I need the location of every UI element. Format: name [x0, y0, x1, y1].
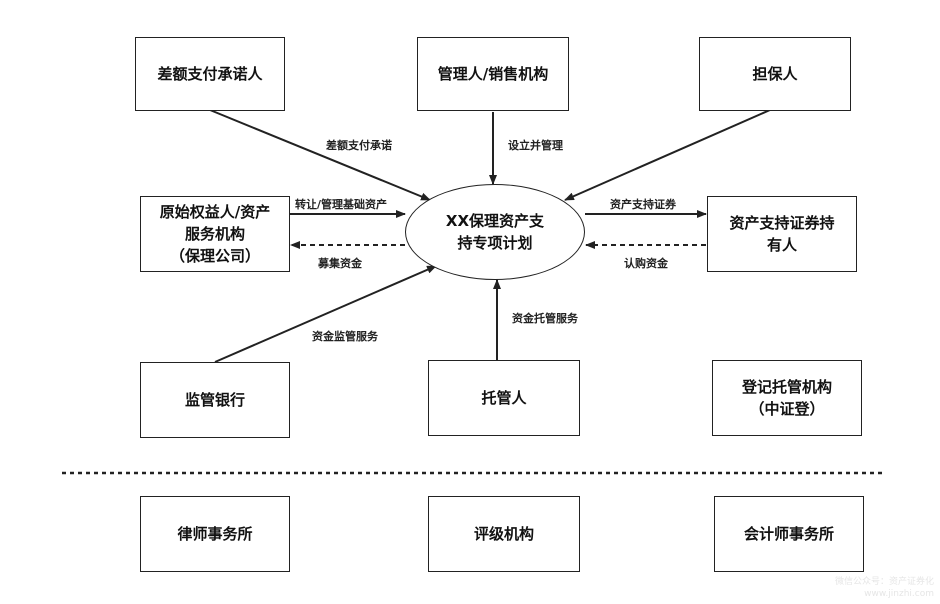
node-holder: 资产支持证券持 有人 — [707, 196, 857, 272]
arrow-differential-payer-to-plan — [209, 109, 431, 201]
node-registry: 登记托管机构 （中证登） — [712, 360, 862, 436]
arrow-guarantor-to-plan — [564, 109, 771, 201]
node-differential-payer: 差额支付承诺人 — [135, 37, 285, 111]
node-supervisor-bank: 监管银行 — [140, 362, 290, 438]
node-custodian: 托管人 — [428, 360, 580, 436]
watermark-line2: www.jinzhi.com — [864, 589, 934, 599]
node-rating-agency: 评级机构 — [428, 496, 580, 572]
label-abs-securities: 资产支持证券 — [610, 198, 676, 211]
node-accounting-firm: 会计师事务所 — [714, 496, 864, 572]
label-transfer-assets: 转让/管理基础资产 — [295, 198, 388, 211]
label-raise-funds: 募集资金 — [318, 257, 362, 270]
label-differential-commitment: 差额支付承诺 — [326, 139, 392, 152]
label-setup-manage: 设立并管理 — [508, 139, 563, 152]
node-law-firm: 律师事务所 — [140, 496, 290, 572]
node-abs-plan: XX保理资产支 持专项计划 — [405, 184, 585, 280]
watermark: 微信公众号：资产证券化 www.jinzhi.com — [835, 576, 934, 600]
arrow-supervisor-bank-to-plan — [214, 265, 437, 363]
label-subscribe-funds: 认购资金 — [624, 257, 668, 270]
label-fund-custody: 资金托管服务 — [512, 312, 578, 325]
label-fund-supervision: 资金监管服务 — [312, 330, 378, 343]
node-guarantor: 担保人 — [699, 37, 851, 111]
watermark-line1: 微信公众号：资产证券化 — [834, 577, 934, 587]
node-originator: 原始权益人/资产 服务机构 （保理公司） — [140, 196, 290, 272]
node-manager: 管理人/销售机构 — [417, 37, 569, 111]
